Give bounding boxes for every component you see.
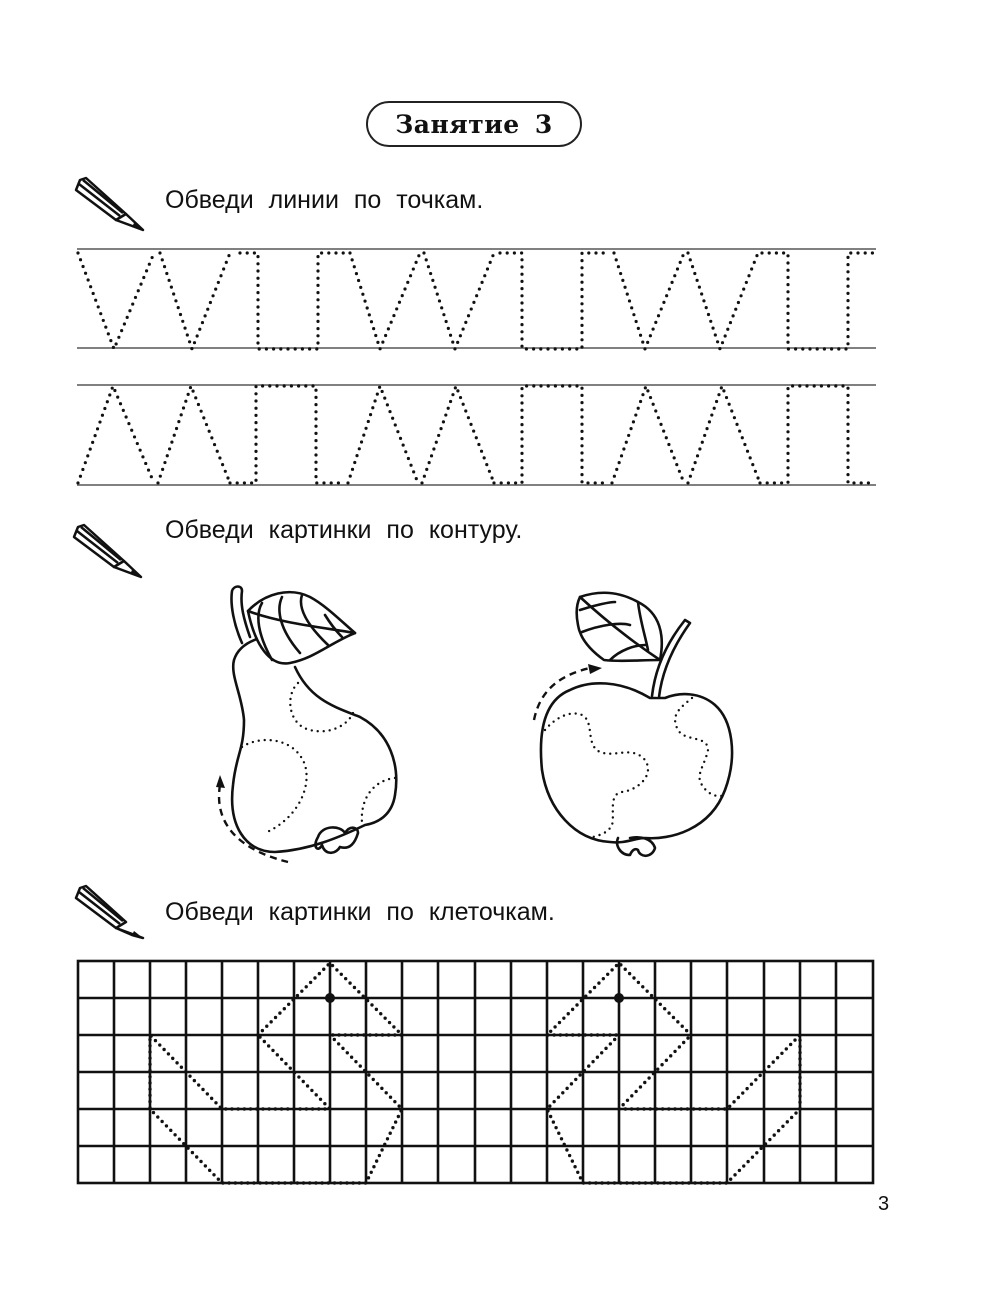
right-bird-eye	[614, 993, 624, 1003]
page-number: 3	[878, 1193, 890, 1215]
lesson-title-box: Занятие 3	[366, 101, 582, 147]
pencil-icon	[74, 176, 145, 232]
instruction-trace-lines: Обведи линии по точкам.	[165, 186, 484, 214]
pencil-icon	[72, 523, 143, 579]
lesson-title: Занятие 3	[395, 109, 553, 139]
pencil-icon	[74, 884, 145, 940]
instruction-trace-pictures: Обведи картинки по контуру.	[165, 516, 523, 544]
apple-picture	[532, 591, 734, 858]
dotted-lines-exercise	[76, 248, 876, 486]
instruction-trace-grid: Обведи картинки по клеточкам.	[165, 898, 555, 926]
pear-picture	[216, 585, 398, 864]
grid-exercise	[76, 959, 875, 1185]
left-bird-eye	[325, 993, 335, 1003]
